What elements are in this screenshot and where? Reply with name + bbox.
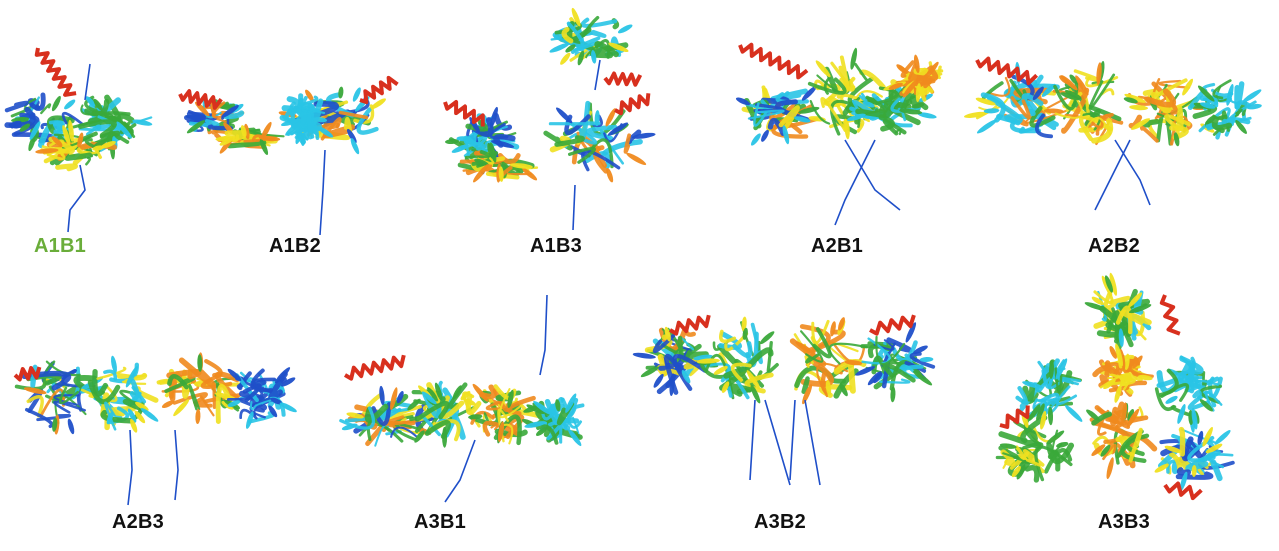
label-a3b3: A3B3	[1098, 511, 1150, 533]
protein-structure-a2b1	[735, 42, 944, 226]
panel-a2b2	[964, 0, 1265, 240]
protein-structure-a3b1	[339, 294, 585, 503]
panel-a1b3	[435, 0, 675, 240]
panel-a1b1	[0, 0, 170, 240]
protein-structure-a2b3	[13, 352, 297, 506]
panel-a3b2	[630, 290, 940, 505]
panel-a2b3	[10, 310, 300, 506]
protein-structure-a1b2	[178, 75, 399, 236]
panel-a2b1	[725, 0, 955, 240]
panel-a1b2	[175, 0, 415, 240]
label-a1b2: A1B2	[269, 235, 321, 257]
label-a3b2: A3B2	[754, 511, 806, 533]
panel-a3b1	[335, 290, 585, 505]
label-a1b3: A1B3	[530, 235, 582, 257]
protein-structure-a2b2	[964, 56, 1262, 211]
label-a1b1: A1B1	[34, 235, 86, 257]
label-a2b2: A2B2	[1088, 235, 1140, 257]
protein-structure-a1b1	[4, 47, 153, 233]
protein-structure-a1b3	[443, 7, 656, 231]
label-a2b1: A2B1	[811, 235, 863, 257]
label-a2b3: A2B3	[112, 511, 164, 533]
protein-structure-a3b2	[632, 314, 936, 486]
protein-structure-a3b3	[995, 272, 1235, 501]
label-a3b1: A3B1	[414, 511, 466, 533]
panel-a3b3	[990, 272, 1250, 505]
